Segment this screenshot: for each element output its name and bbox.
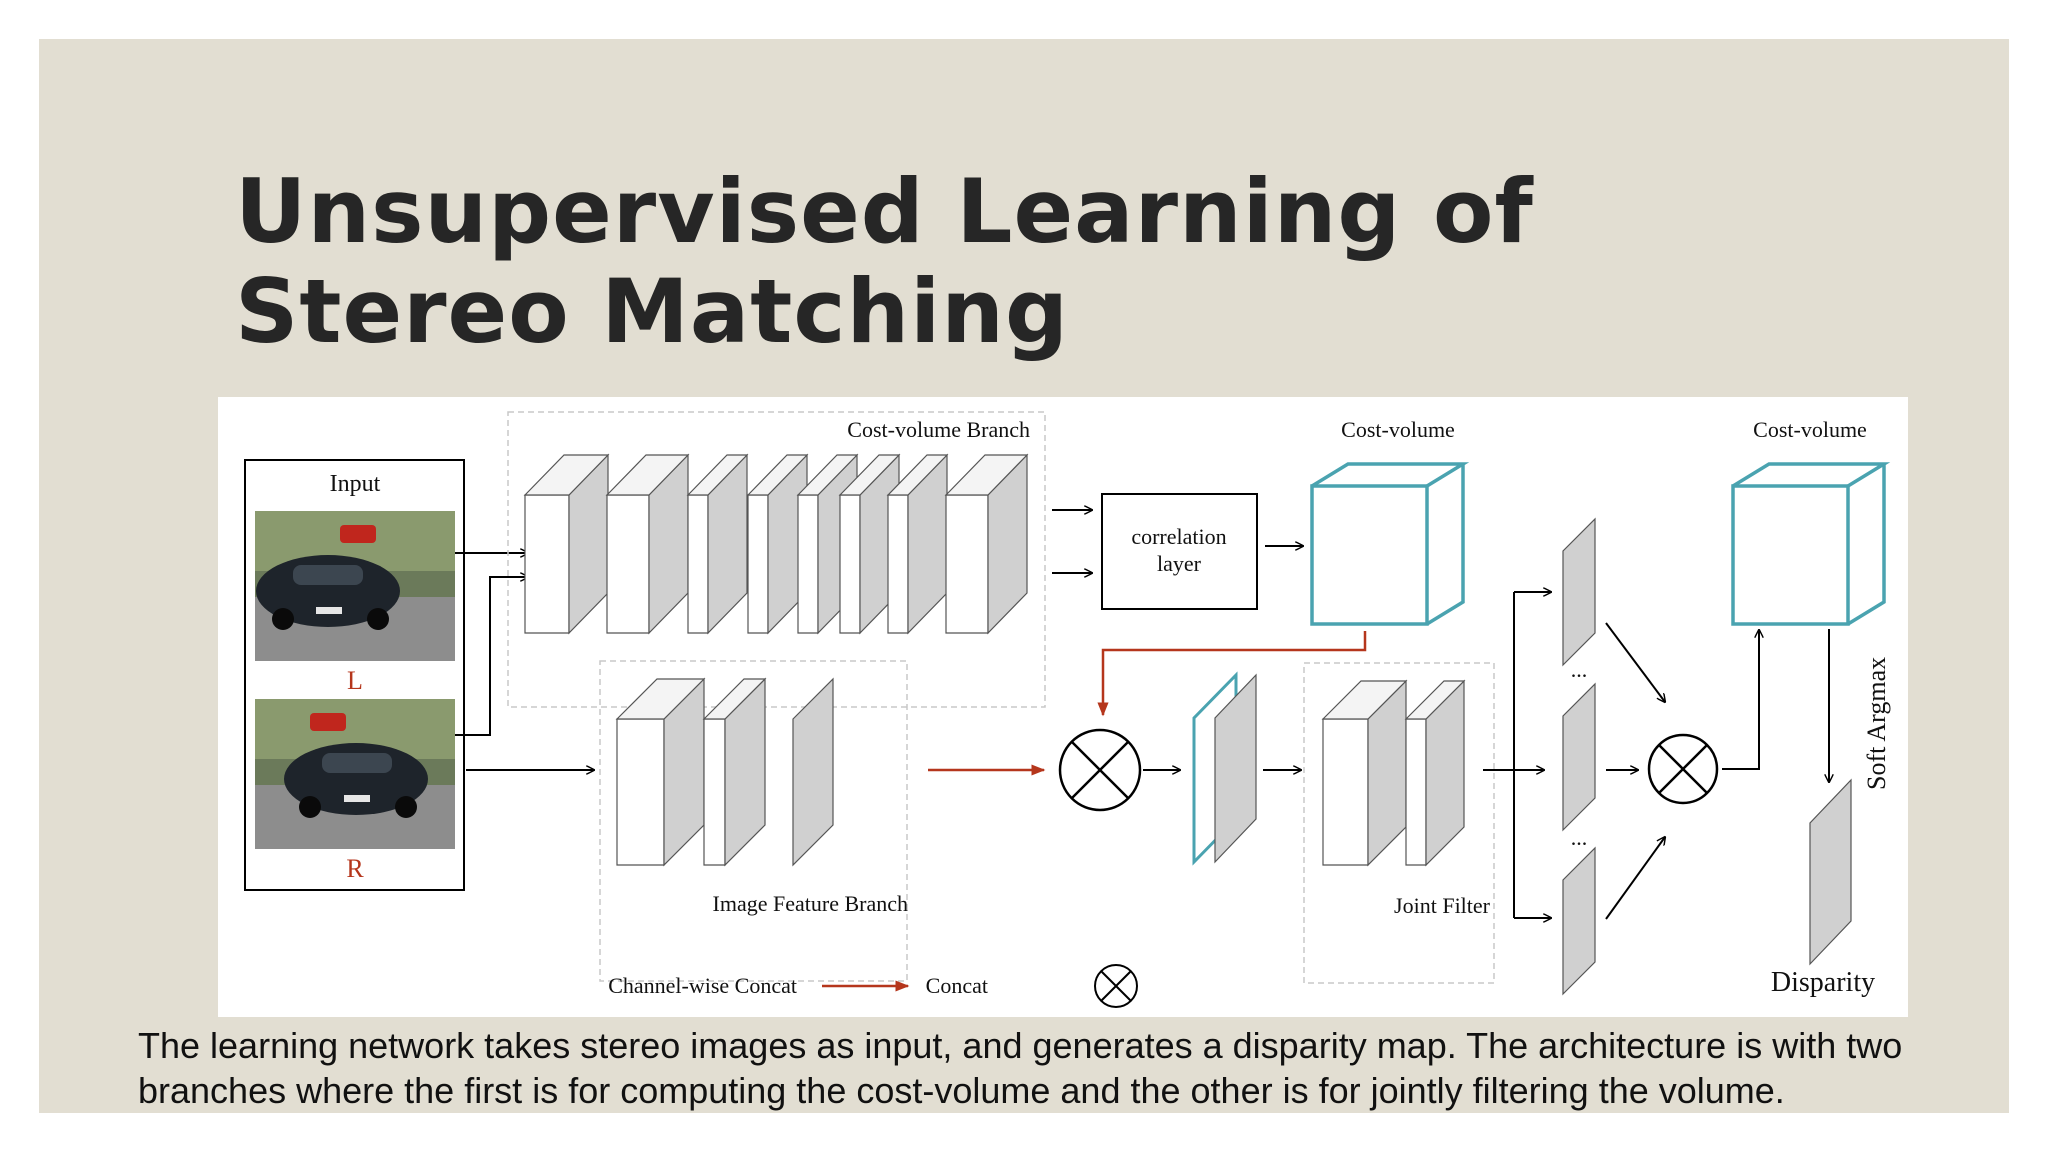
feature-map-slice (792, 677, 834, 867)
right-stereo-image (255, 699, 455, 849)
arrow-concat-to-cost-volume-2 (1722, 630, 1759, 770)
feature-block-2 (702, 677, 767, 867)
legend-concat-label: Concat (926, 973, 988, 998)
conv-block-3 (686, 453, 749, 635)
right-image-label: R (346, 854, 364, 883)
correlation-label-line1: correlation (1131, 524, 1226, 549)
conv-block-4 (746, 453, 809, 635)
cost-volume-branch-label: Cost-volume Branch (847, 417, 1030, 442)
legend: Channel-wise Concat Concat (608, 964, 1138, 1008)
input-label: Input (330, 471, 381, 497)
conv-block-1 (523, 453, 610, 635)
joint-filter-block-2 (1404, 679, 1466, 867)
cost-volume-branch: Cost-volume Branch (507, 411, 1046, 708)
slide-caption: The learning network takes stereo images… (138, 1025, 1903, 1111)
image-feature-branch-label: Image Feature Branch (713, 891, 908, 916)
left-image-label: L (347, 666, 363, 695)
joint-filter: Joint Filter (1303, 662, 1495, 984)
cost-volume-cube-1: Cost-volume (1310, 417, 1470, 626)
slice-1 (1562, 517, 1596, 667)
slice-3 (1562, 846, 1596, 996)
legend-channel-wise-concat-label: Channel-wise Concat (608, 973, 797, 998)
cost-branch-layers (523, 453, 1029, 635)
cost-volume-cube-2: Cost-volume (1731, 417, 1891, 626)
correlation-layer-box: correlation layer (1101, 493, 1258, 610)
slice-2 (1562, 682, 1596, 832)
architecture-figure: Input L (218, 397, 1908, 1017)
input-panel: Input L (244, 459, 465, 891)
joint-filter-block-1 (1321, 679, 1408, 867)
disparity-slices (1562, 517, 1596, 996)
cost-volume-label-2: Cost-volume (1753, 417, 1867, 442)
concatenated-volume (1192, 671, 1257, 866)
legend-concat-icon (1094, 964, 1138, 1008)
arrow-right-to-cost-branch (455, 577, 528, 736)
disparity-map (1809, 778, 1852, 966)
disparity-label: Disparity (1771, 967, 1875, 998)
conv-block-2 (605, 453, 690, 635)
cost-volume-label-1: Cost-volume (1341, 417, 1455, 442)
feature-block-1 (615, 677, 706, 867)
image-feature-branch: Image Feature Branch (599, 660, 908, 982)
ellipsis-1: ... (1571, 657, 1588, 682)
slice-to-concat-arrows (1605, 622, 1665, 920)
soft-argmax-label: Soft Argmax (1862, 657, 1891, 790)
figure-background (218, 397, 1908, 1017)
concat-op-1 (1058, 728, 1142, 812)
left-stereo-image (255, 511, 455, 661)
concat-op-2 (1647, 733, 1719, 805)
split-connectors (1483, 592, 1551, 918)
arrow-cost-volume-to-concat (1097, 631, 1367, 717)
joint-filter-label: Joint Filter (1394, 893, 1491, 918)
input-connectors (455, 553, 594, 770)
ellipsis-2: ... (1571, 825, 1588, 850)
cost-branch-outputs (1052, 510, 1092, 573)
conv-block-7 (886, 453, 949, 635)
slide-background: Unsupervised Learning of Stereo Matching… (39, 39, 2009, 1113)
correlation-label-line2: layer (1157, 551, 1202, 576)
slide-title: Unsupervised Learning of Stereo Matching (235, 160, 1534, 363)
conv-block-8 (944, 453, 1029, 635)
